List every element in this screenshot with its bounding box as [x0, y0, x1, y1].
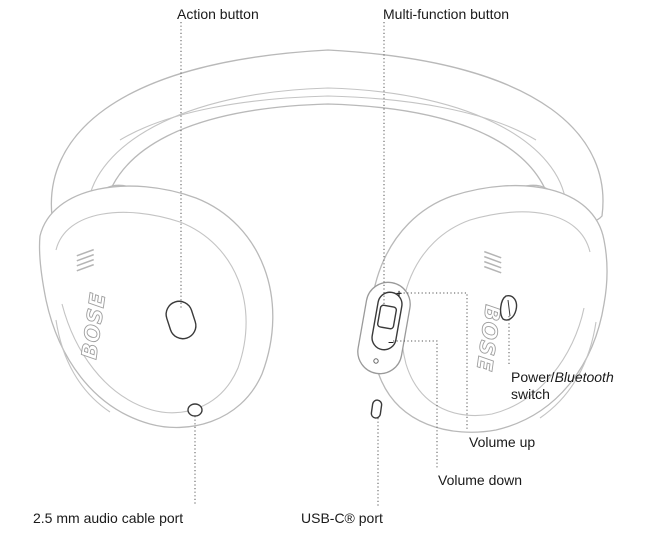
control-pad: + – [357, 281, 411, 375]
multi-function-button[interactable] [376, 304, 398, 330]
power-bluetooth-switch[interactable] [499, 295, 518, 321]
volume-down-label: Volume down [438, 472, 523, 488]
right-ear-cup [370, 184, 608, 433]
usb-c-port[interactable] [370, 399, 383, 419]
audio-cable-port-label: 2.5 mm audio cable port [33, 510, 184, 526]
action-button[interactable] [163, 298, 199, 342]
usb-c-port-label: USB-C® port [301, 510, 383, 526]
switch-word: switch [511, 386, 550, 402]
volume-up-label: Volume up [469, 434, 536, 450]
left-grill [76, 248, 94, 272]
multi-function-button-label: Multi-function button [383, 6, 510, 22]
leader-lines [180, 22, 510, 506]
audio-cable-port[interactable] [187, 403, 203, 417]
power-prefix: Power/ [511, 369, 555, 385]
volume-down-symbol[interactable]: – [388, 337, 394, 348]
status-light [373, 358, 379, 364]
bluetooth-brand: Bluetooth [554, 369, 614, 385]
power-bluetooth-switch-label: Power/Bluetooth switch [511, 369, 614, 403]
left-ear-cup [38, 185, 274, 429]
action-button-label: Action button [177, 6, 259, 22]
volume-up-symbol[interactable]: + [396, 289, 402, 300]
right-grill [484, 250, 502, 274]
